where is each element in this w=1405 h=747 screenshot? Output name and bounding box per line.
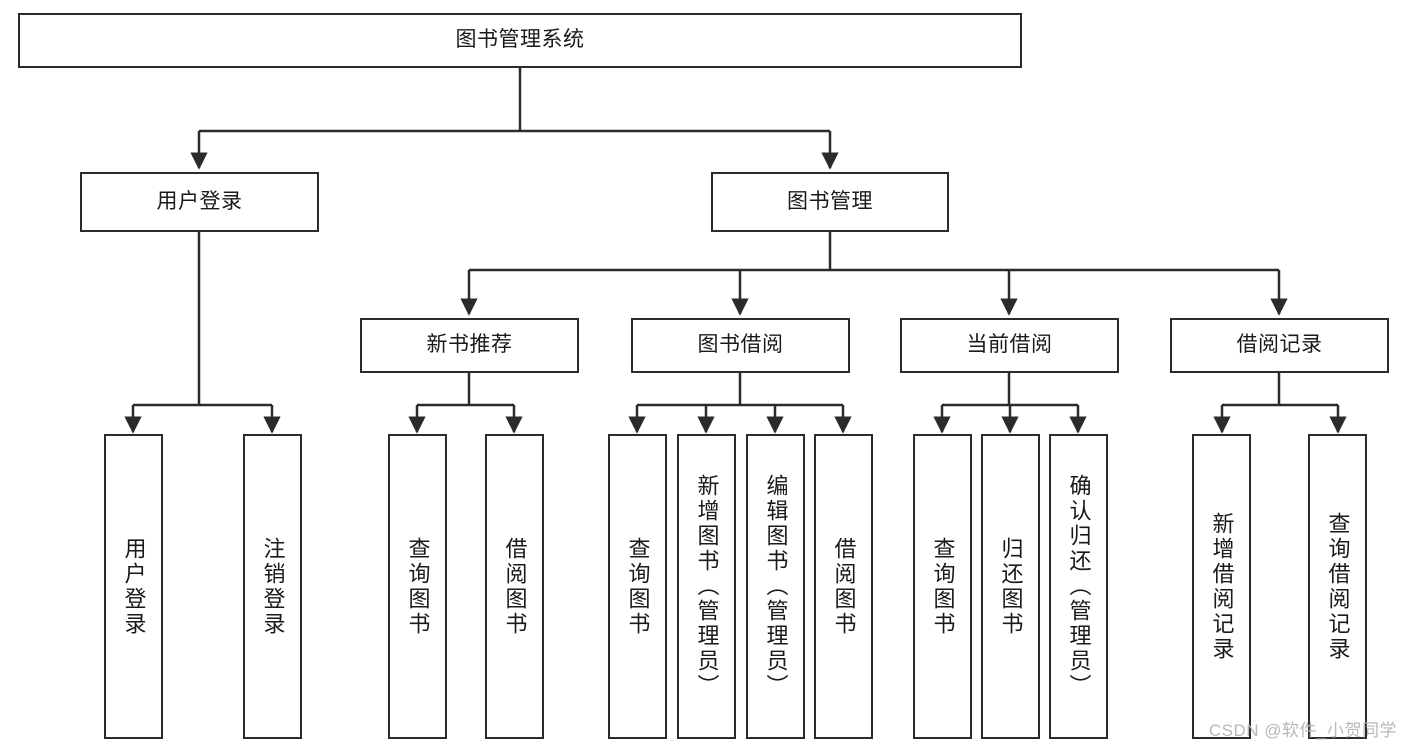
leaf-edit-book-admin-label: 编辑图书（管理员）	[763, 474, 789, 699]
node-borrow-records[interactable]: 借阅记录	[1170, 318, 1389, 373]
leaf-add-borrow-record[interactable]: 新增借阅记录	[1192, 434, 1251, 739]
leaf-return-book[interactable]: 归还图书	[981, 434, 1040, 739]
leaf-logout[interactable]: 注销登录	[243, 434, 302, 739]
leaf-borrow-book-label: 借阅图书	[831, 536, 857, 637]
node-book-management[interactable]: 图书管理	[711, 172, 949, 232]
node-borrow-records-label: 借阅记录	[1236, 333, 1323, 357]
leaf-add-book-admin[interactable]: 新增图书（管理员）	[677, 434, 736, 739]
node-new-book-recommend-label: 新书推荐	[426, 333, 513, 357]
leaf-query-book-current-label: 查询图书	[930, 536, 956, 637]
node-new-book-recommend[interactable]: 新书推荐	[360, 318, 579, 373]
leaf-add-borrow-record-label: 新增借阅记录	[1209, 511, 1235, 662]
leaf-query-book-borrow-label: 查询图书	[625, 536, 651, 637]
node-root[interactable]: 图书管理系统	[18, 13, 1022, 68]
leaf-confirm-return-admin[interactable]: 确认归还（管理员）	[1049, 434, 1108, 739]
node-user-login[interactable]: 用户登录	[80, 172, 319, 232]
leaf-borrow-book-newbook-label: 借阅图书	[502, 536, 528, 637]
leaf-borrow-book-newbook[interactable]: 借阅图书	[485, 434, 544, 739]
leaf-query-borrow-record-label: 查询借阅记录	[1325, 511, 1351, 662]
leaf-return-book-label: 归还图书	[998, 536, 1024, 637]
leaf-query-book-newbook-label: 查询图书	[405, 536, 431, 637]
leaf-query-borrow-record[interactable]: 查询借阅记录	[1308, 434, 1367, 739]
node-book-management-label: 图书管理	[787, 189, 873, 213]
leaf-query-book-current[interactable]: 查询图书	[913, 434, 972, 739]
leaf-add-book-admin-label: 新增图书（管理员）	[694, 474, 720, 699]
node-root-label: 图书管理系统	[455, 28, 585, 52]
leaf-query-book-borrow[interactable]: 查询图书	[608, 434, 667, 739]
leaf-logout-label: 注销登录	[260, 536, 286, 637]
node-current-borrow[interactable]: 当前借阅	[900, 318, 1119, 373]
leaf-edit-book-admin[interactable]: 编辑图书（管理员）	[746, 434, 805, 739]
node-user-login-label: 用户登录	[156, 189, 243, 213]
leaf-user-login-label: 用户登录	[121, 536, 147, 637]
node-book-borrow[interactable]: 图书借阅	[631, 318, 850, 373]
node-book-borrow-label: 图书借阅	[697, 333, 784, 357]
leaf-user-login[interactable]: 用户登录	[104, 434, 163, 739]
leaf-borrow-book[interactable]: 借阅图书	[814, 434, 873, 739]
leaf-confirm-return-admin-label: 确认归还（管理员）	[1066, 474, 1092, 699]
csdn-watermark: CSDN @软件_小贺同学	[1208, 721, 1397, 740]
node-current-borrow-label: 当前借阅	[966, 333, 1053, 357]
leaf-query-book-newbook[interactable]: 查询图书	[388, 434, 447, 739]
